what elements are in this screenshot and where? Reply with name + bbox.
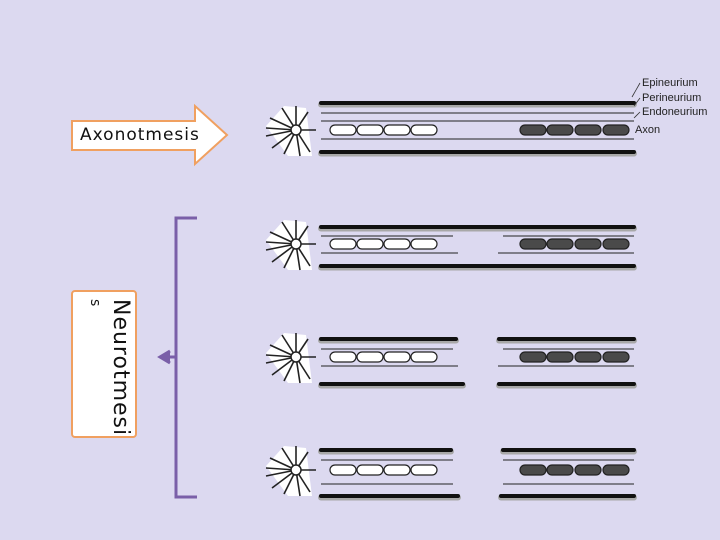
degenerated-segment: [602, 238, 630, 250]
myelin-segment: [356, 238, 384, 250]
neurotmesis-bracket: [157, 216, 197, 499]
legend-epineurium: Epineurium: [642, 77, 698, 89]
degenerated-segment: [546, 238, 574, 250]
neurotmesis-label-line2: s: [86, 299, 103, 307]
legend-perineurium: Perineurium: [642, 92, 702, 104]
degenerated-segment: [574, 124, 602, 136]
degenerated-segment: [519, 464, 547, 476]
legend-endoneurium: Endoneurium: [642, 106, 708, 118]
degenerated-segment: [519, 351, 547, 363]
neurotmesis-label-box: [71, 290, 137, 438]
myelin-segment: [329, 238, 357, 250]
neurotmesis-label: Neurotmesi s: [72, 291, 136, 437]
neurotmesis-label-line1: Neurotmesi: [108, 299, 133, 437]
degenerated-segment: [574, 351, 602, 363]
myelin-segment: [329, 464, 357, 476]
myelin-segment: [329, 351, 357, 363]
degenerated-segment: [546, 351, 574, 363]
myelin-segment: [356, 464, 384, 476]
neuron-nucleus: [290, 238, 302, 250]
myelin-segment: [410, 464, 438, 476]
myelin-segment: [383, 464, 411, 476]
degenerated-segment: [519, 124, 547, 136]
legend-pointers: [631, 82, 641, 119]
myelin-segment: [410, 351, 438, 363]
degenerated-segment: [519, 238, 547, 250]
degenerated-segment: [546, 124, 574, 136]
neuron-nucleus: [290, 464, 302, 476]
myelin-segment: [383, 351, 411, 363]
degenerated-segment: [602, 124, 630, 136]
degenerated-segment: [602, 464, 630, 476]
myelin-segment: [356, 124, 384, 136]
axonotmesis-label: Axonotmesis: [80, 125, 200, 145]
axonotmesis-arrow: [71, 103, 229, 167]
myelin-segment: [356, 351, 384, 363]
myelin-segment: [383, 238, 411, 250]
myelin-segment: [329, 124, 357, 136]
degenerated-segment: [574, 464, 602, 476]
degenerated-segment: [546, 464, 574, 476]
degenerated-segment: [574, 238, 602, 250]
neuron-nucleus: [290, 124, 302, 136]
legend-axon: Axon: [635, 124, 661, 136]
myelin-segment: [410, 238, 438, 250]
myelin-segment: [410, 124, 438, 136]
degenerated-segment: [602, 351, 630, 363]
myelin-segment: [383, 124, 411, 136]
neuron-nucleus: [290, 351, 302, 363]
